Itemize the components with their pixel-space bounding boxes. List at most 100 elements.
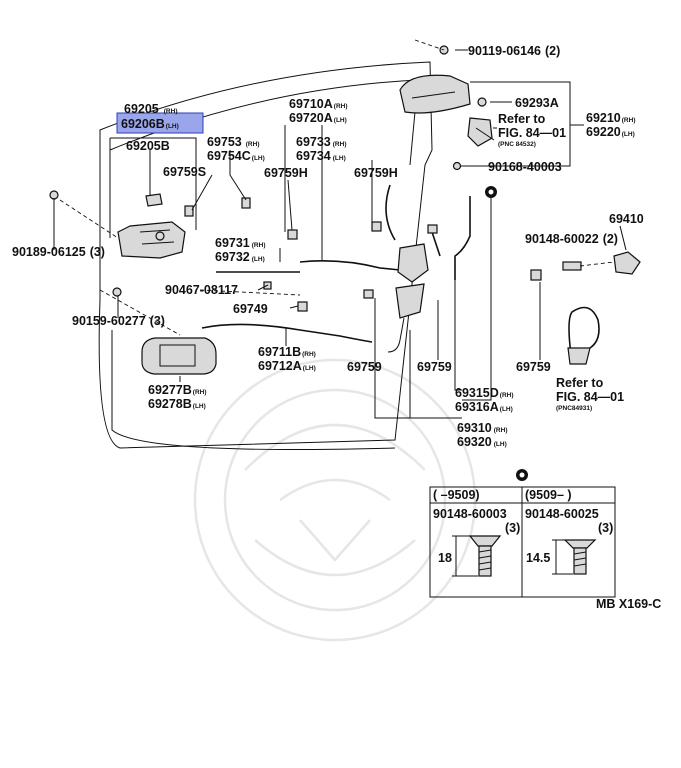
label-69754C: 69754C [207, 149, 251, 163]
screw-90168 [452, 161, 462, 171]
label-69410: 69410 [609, 212, 644, 226]
inside-handle-bezel [141, 337, 217, 375]
inset-col1-part: 90148-60003 [433, 507, 507, 521]
screw-variant-inset: ( –9509) (9509– ) 90148-60003 90148-6002… [429, 486, 616, 598]
handle-part-69205B [145, 193, 163, 207]
refer1-fig: FIG. 84—01 [498, 126, 566, 140]
label-69277B: 69277B [148, 383, 192, 397]
inset-col1-qty: (3) [505, 521, 520, 535]
label-69278B: 69278B [148, 397, 192, 411]
refer2-fig: FIG. 84—01 [556, 390, 624, 404]
label-69759S: 69759S [163, 165, 206, 179]
label-69753-suffix: (RH) [246, 141, 260, 148]
svg-text:69210(RH): 69210(RH) [586, 111, 635, 125]
label-90189: 90189-06125 [12, 245, 86, 259]
label-69711B-suffix: (RH) [302, 351, 316, 358]
svg-text:90189-06125(3): 90189-06125 (3) [12, 245, 105, 259]
label-69759H-b: 69759H [354, 166, 398, 180]
svg-text:69710A(RH): 69710A(RH) [289, 97, 348, 111]
inside-handle-assembly [117, 221, 186, 259]
rod-clips [184, 197, 438, 312]
label-69711B: 69711B [258, 345, 301, 359]
screw-18mm-drawing [452, 535, 502, 577]
label-90119: 90119-06146 [468, 44, 541, 58]
label-69734: 69734 [296, 149, 331, 163]
inset-col1-header: ( –9509) [433, 488, 480, 502]
label-69220: 69220 [586, 125, 621, 139]
label-69749: 69749 [233, 302, 268, 316]
svg-text:90159-60277(3): 90159-60277 (3) [72, 314, 165, 328]
label-69220-suffix: (LH) [622, 131, 635, 138]
label-69759H-a: 69759H [264, 166, 308, 180]
inset-col1-length: 18 [438, 551, 452, 565]
svg-text:69206B(LH): 69206B(LH) [121, 117, 179, 131]
screw-90159 [112, 287, 122, 297]
highlight-box-69206B [116, 112, 204, 134]
refer1-text: Refer to [498, 112, 546, 126]
label-69734-suffix: (LH) [333, 155, 346, 162]
label-69732: 69732 [215, 250, 250, 264]
svg-text:69720A(LH): 69720A(LH) [289, 111, 347, 125]
label-69712A: 69712A [258, 359, 302, 373]
svg-text:69734(LH): 69734(LH) [296, 149, 346, 163]
inset-col2-header: (9509– ) [525, 488, 572, 502]
refer1-pnc: (PNC 84532) [498, 141, 536, 148]
label-69759-a: 69759 [347, 360, 382, 374]
label-90159: 90159-60277 [72, 314, 146, 328]
label-69320-suffix: (LH) [494, 441, 507, 448]
label-69731-suffix: (RH) [252, 242, 266, 249]
svg-text:69316A(LH): 69316A(LH) [455, 400, 513, 414]
label-69205: 69205 [124, 102, 159, 116]
lock-part-69410 [562, 251, 641, 275]
label-69293A: 69293A [515, 96, 559, 110]
refer2-pnc: (PNC84931) [556, 405, 592, 412]
label-69316A-suffix: (LH) [500, 406, 513, 413]
label-69206B-suffix: (LH) [166, 123, 179, 130]
bolt-markers [485, 186, 528, 481]
svg-text:90119-06146(2): 90119-06146 (2) [468, 44, 560, 58]
svg-text:69220(LH): 69220(LH) [586, 125, 635, 139]
label-69205B: 69205B [126, 139, 170, 153]
inset-col2-qty: (3) [598, 521, 613, 535]
label-90159-qty: (3) [150, 314, 165, 328]
label-90467: 90467-08117 [165, 283, 238, 297]
label-69733-suffix: (RH) [333, 141, 347, 148]
label-90119-qty: (2) [545, 44, 560, 58]
label-69759-c: 69759 [516, 360, 551, 374]
label-69277B-suffix: (RH) [193, 389, 207, 396]
label-69315D: 69315D [455, 386, 499, 400]
svg-text:69205(RH): 69205 (RH) [124, 102, 177, 116]
actuator-cable [567, 306, 600, 365]
outside-handle [399, 74, 487, 114]
svg-text:90148-60022(2): 90148-60022 (2) [525, 232, 618, 246]
svg-text:69754C(LH): 69754C(LH) [207, 149, 265, 163]
label-69320: 69320 [457, 435, 492, 449]
door-lock-assembly [387, 243, 429, 353]
label-90148-top-qty: (2) [603, 232, 618, 246]
label-69710A: 69710A [289, 97, 333, 111]
label-69720A: 69720A [289, 111, 333, 125]
label-69720A-suffix: (LH) [334, 117, 347, 124]
outside-handle-frame [467, 117, 495, 147]
inset-col2-length: 14.5 [526, 551, 550, 565]
label-90189-qty: (3) [90, 245, 105, 259]
svg-text:69733(RH): 69733(RH) [296, 135, 346, 149]
label-69205-suffix: (RH) [164, 108, 178, 115]
svg-text:69277B(RH): 69277B(RH) [148, 383, 207, 397]
part-labels: 69205 (RH) 69206B(LH) 69205B 69759S 69753… [12, 44, 644, 449]
label-69733: 69733 [296, 135, 331, 149]
label-69754C-suffix: (LH) [252, 155, 265, 162]
svg-text:69310(RH): 69310(RH) [457, 421, 507, 435]
label-69315D-suffix: (RH) [500, 392, 514, 399]
svg-text:69278B(LH): 69278B(LH) [148, 397, 206, 411]
label-90148-top: 90148-60022 [525, 232, 599, 246]
label-69278B-suffix: (LH) [193, 403, 206, 410]
screw-90189 [49, 190, 59, 200]
inset-col2-part: 90148-60025 [525, 507, 599, 521]
svg-text:69315D(RH): 69315D(RH) [455, 386, 514, 400]
latch-69759-right [530, 269, 542, 281]
lock-rods [201, 184, 471, 343]
svg-text:69731(RH): 69731(RH) [215, 236, 265, 250]
svg-text:69753(RH): 69753(RH) [207, 135, 259, 149]
